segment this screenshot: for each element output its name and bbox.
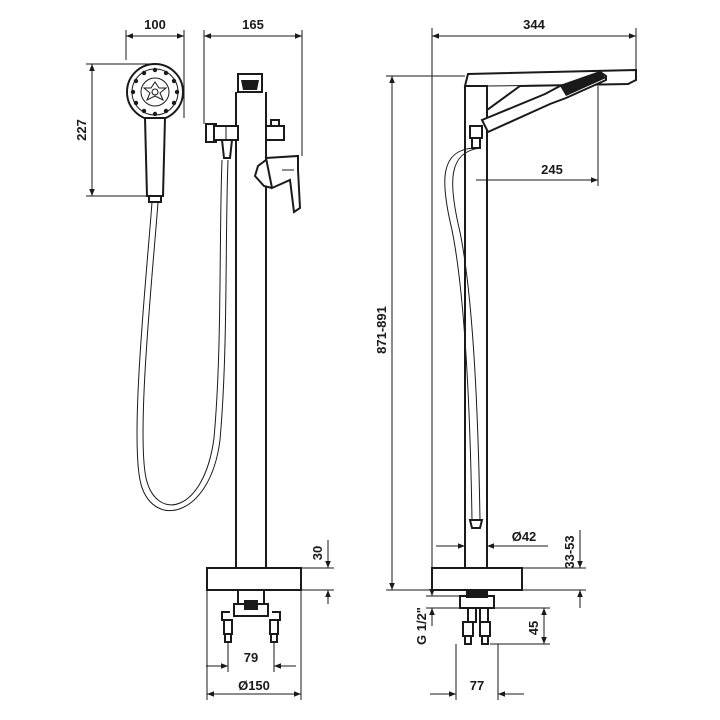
dim-connector-height: 45 — [526, 621, 541, 635]
dim-base-height-range: 33-53 — [562, 535, 577, 568]
diverter-knob — [265, 119, 285, 141]
mixer-lever — [253, 154, 302, 214]
side-connectors — [459, 590, 495, 645]
dim-handshower-height: 227 — [74, 119, 89, 141]
dim-head-offset: 165 — [242, 17, 264, 32]
side-handshower — [469, 70, 607, 149]
handshower-head — [126, 63, 184, 121]
dim-thread-size: G 1/2" — [414, 607, 429, 645]
handshower-handle — [143, 117, 167, 197]
dim-column-diameter: Ø42 — [512, 529, 537, 544]
handshower-holder — [205, 123, 239, 159]
front-view: 100 165 227 30 79 Ø150 — [74, 17, 334, 700]
dim-base-diameter: Ø150 — [238, 678, 270, 693]
dim-base-height: 30 — [310, 546, 325, 560]
dim-total-height: 871-891 — [374, 306, 389, 354]
shower-hose — [136, 159, 229, 511]
dim-overall-projection: 344 — [523, 17, 545, 32]
side-base-plate — [431, 567, 523, 591]
front-connectors — [221, 590, 281, 643]
dim-spout-reach: 245 — [541, 162, 563, 177]
side-view: 344 245 871-891 Ø42 33-53 G 1/2" 45 — [374, 17, 637, 700]
front-base-plate — [206, 567, 302, 591]
side-column — [464, 86, 488, 568]
dim-leg-spacing-side: 77 — [470, 678, 484, 693]
dim-handshower-width: 100 — [144, 17, 166, 32]
side-hose — [444, 147, 475, 521]
dim-leg-spacing-front: 79 — [244, 650, 258, 665]
